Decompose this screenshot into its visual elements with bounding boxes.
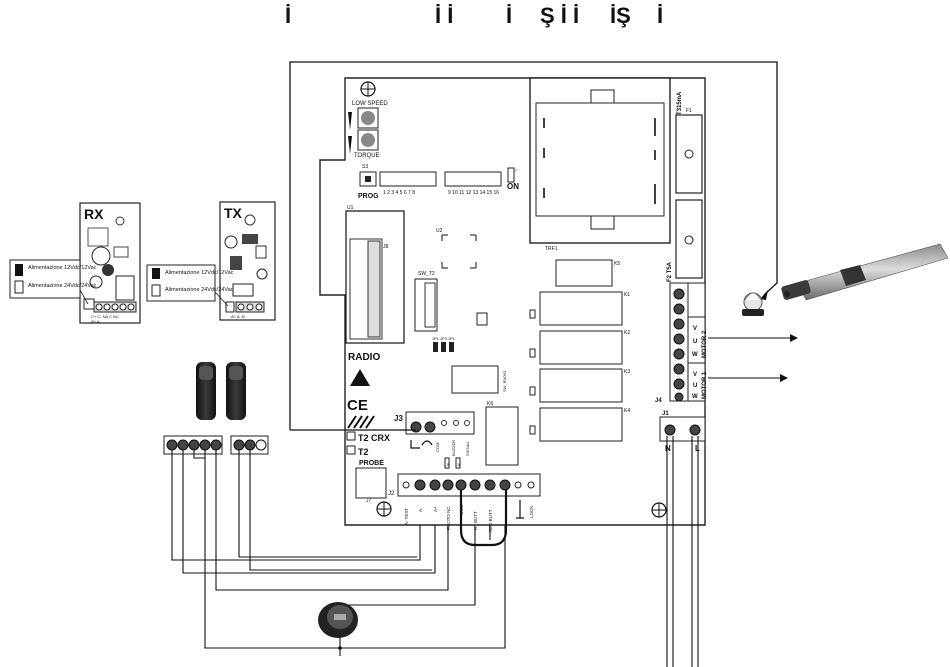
hatched-logo [347,415,375,429]
motor2-u: U [693,339,697,345]
s7-label: S7 [512,168,518,173]
k2-label: K2 [624,330,630,336]
linear-actuator-image [781,243,949,301]
photocell-terminal-tx [230,435,269,455]
motor2-v: V [693,326,697,332]
t2-crx-label: T2 CRX [358,433,390,443]
j2-label-red-butt: RED BUTT [488,509,493,532]
transformer-windings [543,118,656,204]
mains-n-label: N [665,444,671,453]
fuse-rating-1: T315mA [677,91,683,115]
j2-label-lock: LOCK [529,506,534,518]
photocell-wires [171,450,506,649]
photocell-terminal-rx [163,435,223,455]
j8-label: J8 [383,244,389,250]
ce-mark: CE [347,397,368,414]
t2-label: T2 [358,447,369,457]
header-glyph-5: İŞ [610,3,631,28]
j2-terminals [402,479,535,491]
mounting-holes [360,81,667,518]
j3-label: J3 [394,414,403,423]
u2-label: U2 [436,228,443,234]
signal-label: SIGNAL [465,441,470,456]
j6-label: J6 [457,463,461,467]
u2-outline [441,234,477,269]
rx-supply-12v: Alimentazione 12Vdc/12Vac [28,265,97,271]
rx-terminal-block [93,301,137,313]
j2-label-k-butt: K - BUTT [473,511,478,530]
photocell-pair-image [196,362,246,420]
flashing-lamp-image [742,292,764,316]
motor1-w: W [692,394,698,400]
header-glyph-6: İ [657,3,663,28]
j2-label-test: A- TEST [404,508,409,525]
on-label: ON [507,182,519,191]
k3-label: K3 [624,369,630,375]
s3-label: S3 [362,164,368,170]
tx-terminal-block [235,301,265,313]
f1-label: F1 [686,108,692,114]
jumper-labels: JP1 JP3 JP1 [432,336,456,341]
control-board: LOW SPEED TORQUE S3 PROG 1 2 3 4 5 6 7 8… [290,77,708,547]
rx-terminal-labels-2: A+ A- [91,319,102,324]
rx-supply-24v: Alimentazione 24Vdc/24Vac [28,283,97,289]
motor1-label: MOTOR 1 [702,371,708,399]
j4-terminals [673,288,685,402]
j1-label: J1 [662,411,669,417]
com-label: COM [435,443,440,452]
radio-label: RADIO [348,352,380,363]
esd-warning-icon [350,369,370,386]
sw-radio-label: SW_RADIO [502,371,507,392]
dip-right-numbers: 9 10 11 12 13 14 15 16 [448,190,499,196]
motor2-label: MOTOR 2 [702,330,708,358]
j7-label: J7 [366,498,372,504]
tx-title: TX [224,205,243,221]
header-glyph-3: İ [506,3,512,28]
k4-label: K4 [624,408,630,414]
motor1-u: U [693,383,697,389]
k5-label: K5 [614,261,620,267]
tx-module: TX A+ A- B [219,201,276,321]
motor1-v: V [693,372,697,378]
rx-supply-legend: Alimentazione 12Vdc/12Vac Alimentazione … [9,259,97,305]
tx-terminal-labels: A+ A- B [231,314,245,319]
j4-label: J4 [655,398,662,404]
dip-left-numbers: 1 2 3 4 5 6 7 8 [383,190,415,196]
header-text: İ İ İ İ Ş İ İ İŞ İ [285,3,663,28]
j2-label-a-minus: A- [418,507,423,512]
j5-label: J5 [446,463,450,467]
k1-label: K1 [624,292,630,298]
header-glyph-2: İ İ [435,3,453,28]
buzzer-label: BUZZER [451,440,456,456]
rx-module: RX C+ C- NA C NC A+ A- [79,202,141,324]
probe-label: PROBE [359,460,384,467]
tx-supply-24v: Alimentazione 24Vdc/24Vac [165,287,234,293]
mains-cables [666,436,699,667]
u1-label: U1 [347,205,354,211]
k6-label: K6 [487,401,493,407]
lamp-arrow [760,290,768,300]
trf1-label: TRF1 [545,246,558,252]
motor2-w: W [692,352,698,358]
tx-supply-legend: Alimentazione 12Vdc/12Vac Alimentazione … [146,264,234,307]
low-speed-label: LOW SPEED [352,101,388,107]
tx-supply-12v: Alimentazione 12Vdc/12Vac [165,270,234,276]
sw-t2-label: SW_T2 [418,271,435,277]
fuse-rating-2: F2 T5A [667,261,673,282]
j2-label-a-plus: A+ [433,506,438,512]
j2-label: J2 [388,491,395,497]
header-glyph-1: İ [285,3,291,28]
lamp-wire [289,61,778,430]
prog-label: PROG [358,193,379,200]
rx-terminal-labels: C+ C- NA C NC [91,314,119,319]
j2-label-photo: PHOTO NC [446,506,451,530]
torque-label: TORQUE [354,153,380,159]
header-glyph-4: Ş İ İ [540,3,579,28]
rx-title: RX [84,206,104,222]
motor-output-arrows [708,334,798,382]
key-selector-image [318,602,358,638]
